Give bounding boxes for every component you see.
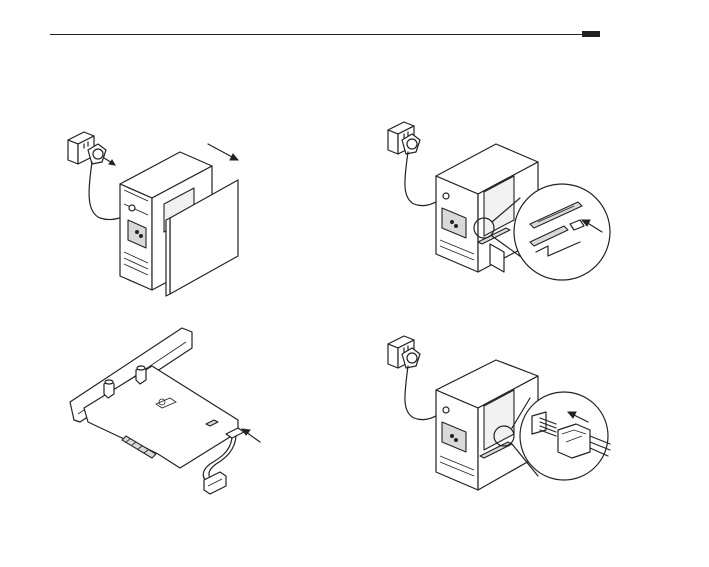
pcie-adapter-card	[70, 328, 238, 468]
antenna-connector	[136, 366, 146, 384]
power-connector-zoom	[520, 392, 610, 480]
header-rule-tab	[582, 31, 600, 37]
header-rule	[50, 34, 600, 35]
connect-arrow-icon	[242, 429, 260, 442]
pcie-slot-zoom	[514, 184, 610, 280]
step-unplug-and-open-case	[60, 120, 260, 300]
unplug-arrow-icon	[104, 158, 115, 165]
slide-panel-arrow-icon	[208, 144, 238, 160]
antenna-connector	[104, 380, 114, 398]
step-adapter-with-power-cable	[60, 318, 280, 508]
step-locate-pcie-slot	[380, 112, 620, 292]
step-connect-power-connector	[380, 326, 620, 506]
